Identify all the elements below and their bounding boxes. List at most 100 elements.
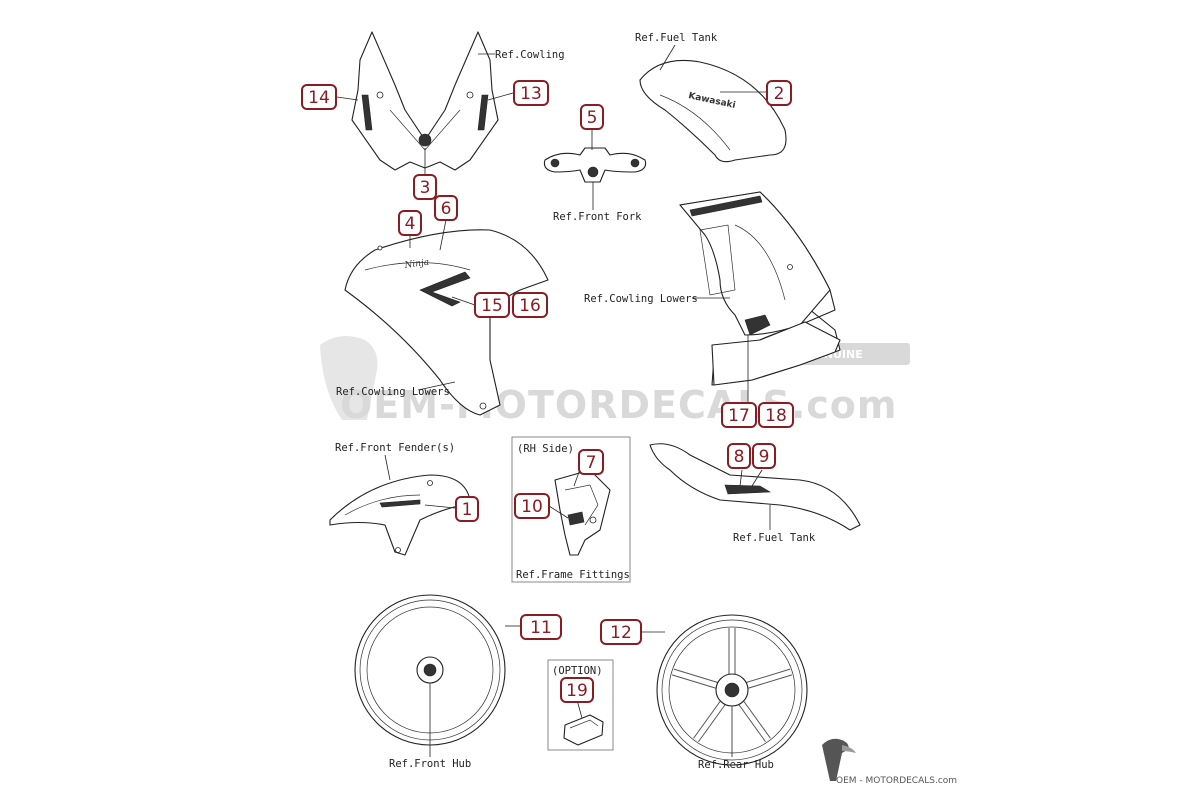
svg-text:2: 2 [774, 84, 785, 104]
callout-8: 8 [727, 443, 751, 469]
rear-wheel-axle [724, 682, 740, 698]
svg-text:19: 19 [566, 681, 588, 701]
svg-text:16: 16 [519, 296, 541, 316]
callout-5: 5 [580, 104, 604, 130]
frame-fitting-decal [567, 511, 585, 526]
front-fender-hole [395, 547, 401, 553]
callout-12: 12 [600, 619, 642, 645]
frame-fitting-hole [589, 516, 597, 524]
callout-18: 18 [758, 402, 794, 428]
svg-text:18: 18 [765, 406, 787, 426]
cowling-lowers-right-drawing [679, 191, 841, 386]
svg-text:5: 5 [587, 108, 598, 128]
callout-13: 13 [513, 80, 549, 106]
ref-front-fenders-label: Ref.Front Fender(s) [335, 442, 455, 454]
cowling-lowers-right-vent [699, 224, 736, 296]
leader-ref-cowling-lowers-left [417, 381, 456, 391]
ref-cowling-label: Ref.Cowling [495, 49, 565, 61]
rh-side-label: (RH Side) [517, 443, 574, 455]
svg-text:4: 4 [405, 214, 416, 234]
svg-text:6: 6 [441, 199, 452, 219]
fuel-tank-drawing: Kawasaki [639, 59, 787, 163]
callout-17: 17 [721, 402, 757, 428]
ref-front-fork-label: Ref.Front Fork [553, 211, 642, 223]
cowling-lowers-right-bottom [711, 321, 841, 386]
callout-14: 14 [301, 84, 337, 110]
front-cowling-shape [351, 31, 499, 171]
ref-fuel-tank-top-label: Ref.Fuel Tank [635, 32, 718, 44]
callout-7: 7 [578, 449, 604, 475]
callout-1: 1 [455, 496, 479, 522]
front-fender-shape [329, 474, 471, 556]
leader-ref-fuel-tank-top [659, 44, 676, 71]
callout-leaders [336, 91, 766, 633]
ref-front-hub-label: Ref.Front Hub [389, 758, 471, 770]
cowling-lowers-left-inner [364, 262, 471, 271]
option-bracket-drawing [563, 714, 604, 746]
svg-text:1: 1 [462, 500, 473, 520]
frame-fitting-drawing [554, 469, 611, 556]
cowling-lowers-right-upper [679, 191, 831, 336]
option-label: (OPTION) [552, 665, 603, 677]
option-bracket-inner [569, 719, 599, 729]
callout-19: 19 [560, 677, 594, 703]
svg-text:15: 15 [481, 296, 503, 316]
leader-ref-front-fenders [384, 454, 391, 481]
ref-cowling-lowers-right-label: Ref.Cowling Lowers [584, 293, 698, 305]
watermark-bird-icon [320, 336, 378, 420]
rear-wheel-spokes [671, 628, 793, 743]
front-cowling-hole [466, 91, 474, 99]
callout-10: 10 [514, 493, 550, 519]
ref-frame-fittings-label: Ref.Frame Fittings [516, 569, 630, 581]
rear-wheel-rim-stripe [661, 619, 803, 761]
callout-3: 3 [413, 174, 437, 200]
front-cowling-hole [376, 91, 384, 99]
svg-text:11: 11 [530, 618, 552, 638]
cowling-lowers-right-decal-top [689, 195, 763, 217]
front-fender-hole [427, 480, 433, 486]
rh-side-frame-box [511, 436, 631, 583]
front-fork-clamp-shape [543, 147, 647, 183]
svg-text:9: 9 [759, 447, 770, 467]
front-cowling-emblem [418, 133, 432, 147]
callout-6: 6 [434, 195, 458, 221]
callout-4: 4 [398, 210, 422, 236]
cowling-lowers-left-script-decal: Ninja [403, 258, 430, 271]
svg-text:13: 13 [520, 84, 542, 104]
toucan-beak-icon [842, 745, 856, 753]
option-frame-box [547, 659, 614, 751]
cowling-lowers-right-hole [787, 264, 793, 270]
front-wheel-axle [423, 663, 437, 677]
watermark-text: OEM-MOTORDECALS.com [340, 383, 898, 427]
fuel-tank-side-trim-drawing [649, 443, 861, 531]
ref-fuel-tank-bottom-label: Ref.Fuel Tank [733, 532, 816, 544]
cowling-lowers-left-shape [344, 229, 549, 416]
fuel-tank-side-trim-decal [724, 484, 772, 495]
front-fender-decal [379, 499, 421, 508]
front-fork-left-hole [550, 158, 560, 168]
cowling-lowers-left-drawing: Ninja [344, 229, 549, 416]
cowling-lowers-right-inner [734, 224, 786, 301]
svg-text:12: 12 [610, 623, 632, 643]
front-wheel-spokes [370, 608, 490, 722]
front-fork-drawing [543, 147, 647, 183]
callout-15: 15 [474, 292, 510, 318]
front-cowling-decal-left [361, 94, 373, 131]
front-fender-inner [344, 494, 421, 516]
cowling-lowers-left-hole [377, 245, 383, 251]
fuel-tank-shape [639, 59, 787, 163]
site-logo-text: OEM - MOTORDECALS.com [836, 776, 957, 786]
callout-11: 11 [520, 614, 562, 640]
callout-16: 16 [512, 292, 548, 318]
svg-text:3: 3 [420, 178, 431, 198]
front-wheel-drawing [354, 594, 506, 746]
callout-9: 9 [752, 443, 776, 469]
frame-fitting-shape [554, 469, 611, 556]
front-cowling-decal-right [477, 94, 489, 131]
front-fork-center-nut [587, 166, 599, 178]
toucan-bird-icon [822, 738, 849, 781]
front-fender-drawing [329, 474, 471, 556]
front-fork-right-hole [630, 158, 640, 168]
svg-text:8: 8 [734, 447, 745, 467]
